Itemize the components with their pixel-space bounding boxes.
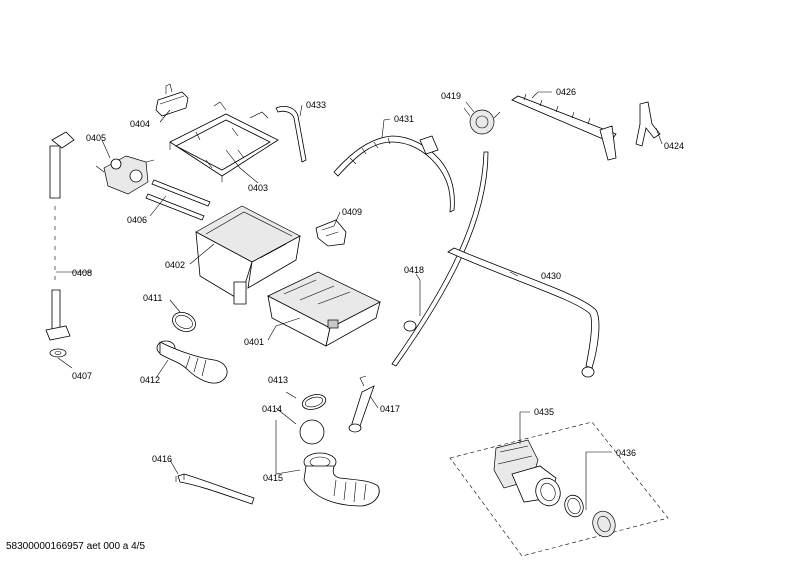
part-0413-ring [301,394,327,410]
part-0433-hook [275,106,307,163]
part-0436-filter [564,494,616,538]
part-0402-dispenser-housing [195,205,301,305]
label-0436: 0436 [616,448,636,458]
part-0403-cover-frame [169,101,279,182]
label-0402: 0402 [165,260,185,270]
part-0408-inlet-hose [45,131,75,341]
part-labels: 0403 0404 0405 0406 0408 0407 0402 0411 … [72,87,684,483]
label-0409: 0409 [342,207,362,217]
part-0405-inlet-valve [95,155,155,195]
label-0411: 0411 [143,293,162,303]
part-0409-siphon-cap [315,219,347,247]
part-0431-tube [333,135,455,213]
label-0401: 0401 [244,337,264,347]
label-0407: 0407 [72,371,92,381]
label-0430: 0430 [541,271,561,281]
part-0404-clip [155,83,189,117]
label-0403: 0403 [248,183,268,193]
label-0405: 0405 [86,133,106,143]
label-0413: 0413 [268,375,288,385]
part-0416-drain-hose [175,473,255,505]
label-0412: 0412 [140,375,160,385]
part-0419-pressure-switch [463,107,501,135]
label-0414: 0414 [262,404,282,414]
part-0407-washer [49,348,67,358]
label-0408: 0408 [72,268,92,278]
part-0406-rods [145,179,211,221]
part-0417-heater [348,375,375,433]
label-0431: 0431 [394,114,414,124]
label-0417: 0417 [380,404,400,414]
leader-lines [56,91,663,510]
part-0415-sump [303,452,380,507]
document-footer-id: 58300000166957 aet 000 a 4/5 [6,541,146,552]
part-0426-control-rail [511,93,617,161]
part-0412-bellow-hose [156,340,228,384]
label-0416: 0416 [152,454,172,464]
part-0411-ring [172,311,196,333]
part-0414-ball [299,419,325,445]
label-0435: 0435 [534,407,554,417]
label-0415: 0415 [263,473,283,483]
part-0401-detergent-drawer [267,271,381,347]
label-0426: 0426 [556,87,576,97]
label-0433: 0433 [306,100,326,110]
label-0419: 0419 [441,91,461,101]
label-0424: 0424 [664,141,684,151]
part-0435-pump-assembly [449,421,669,557]
label-0418: 0418 [404,265,424,275]
part-0430-tube [447,247,600,378]
part-0418-rod [391,151,489,367]
label-0406: 0406 [127,215,147,225]
part-0424-bracket [635,101,661,147]
label-0404: 0404 [130,119,150,129]
